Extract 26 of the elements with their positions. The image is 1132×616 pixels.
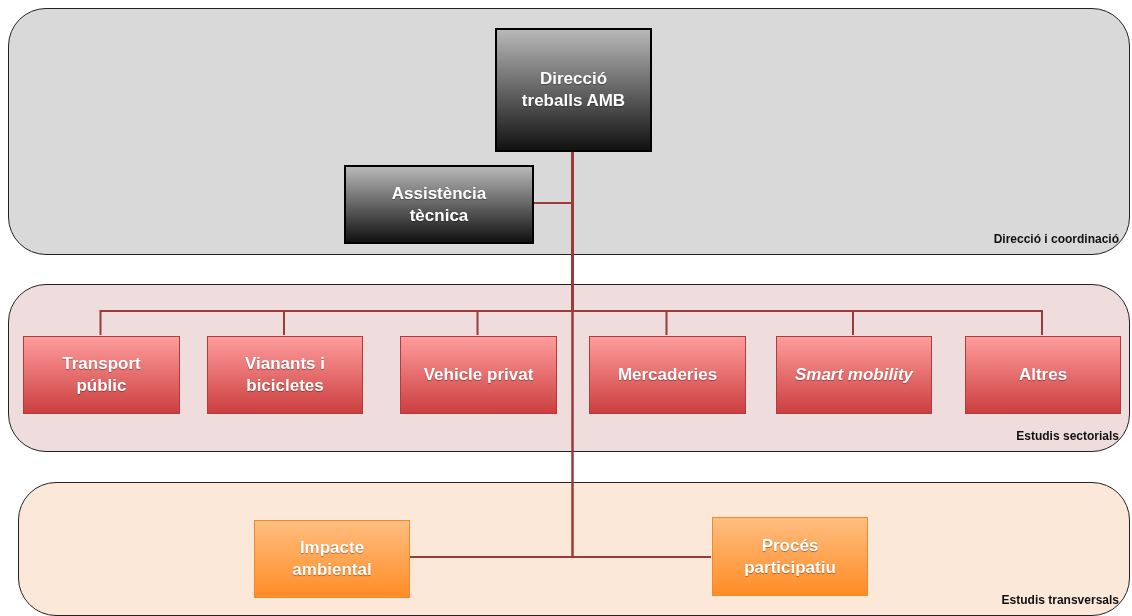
org-box xyxy=(589,336,746,414)
org-box xyxy=(400,336,557,414)
box-label: Vianants i bicicletes xyxy=(244,353,326,397)
box-label: Assistència tècnica xyxy=(390,182,488,227)
band-label: Estudis transversals xyxy=(1001,593,1119,607)
org-box xyxy=(344,165,534,244)
box-label: Mercaderies xyxy=(617,364,718,386)
group-band xyxy=(18,482,1130,616)
org-box xyxy=(712,517,868,596)
group-band xyxy=(8,8,1130,255)
org-box xyxy=(495,28,652,152)
box-label: Transport públic xyxy=(61,353,142,397)
box-label: Altres xyxy=(1018,364,1068,386)
band-label: Direcció i coordinació xyxy=(993,232,1119,246)
box-label: Impacte ambiental xyxy=(291,537,373,581)
group-band xyxy=(8,284,1130,452)
box-label: Direcció treballs AMB xyxy=(520,68,627,112)
org-box xyxy=(776,336,932,414)
box-label: Procés participatiu xyxy=(743,534,837,579)
org-box xyxy=(207,336,363,414)
org-box xyxy=(965,336,1121,414)
box-label: Smart mobility xyxy=(794,364,914,386)
org-box xyxy=(23,336,180,414)
box-label: Vehicle privat xyxy=(423,364,534,386)
band-label: Estudis sectorials xyxy=(1016,429,1119,443)
org-box xyxy=(254,520,410,598)
